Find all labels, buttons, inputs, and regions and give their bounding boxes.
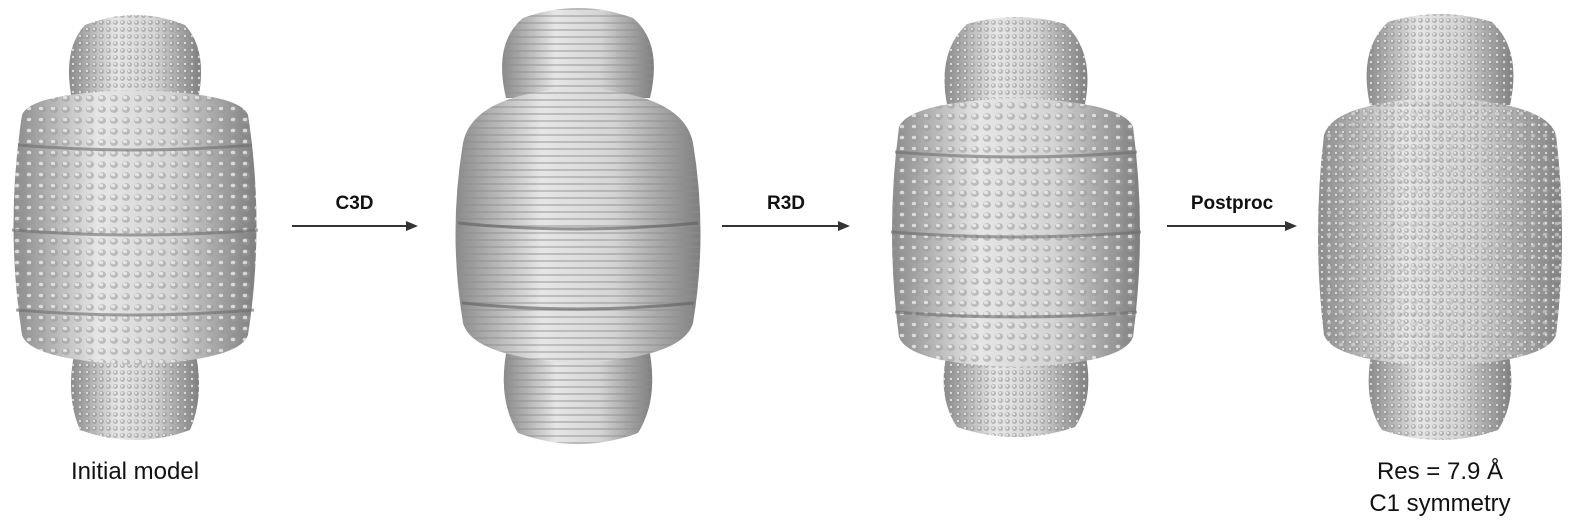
arrow-label-postproc: Postproc (1168, 193, 1296, 215)
arrow-label-r3d: R3D (722, 193, 850, 215)
caption-initial-model: Initial model (20, 457, 250, 487)
density-map-c3d (448, 3, 708, 453)
arrow-label-c3d: C3D (292, 193, 417, 215)
arrow-r3d (720, 218, 852, 234)
caption-resolution: Res = 7.9 Å (1340, 457, 1540, 487)
density-map-initial-model (0, 5, 270, 450)
density-map-r3d (885, 12, 1147, 444)
arrow-c3d (290, 218, 420, 234)
arrow-postproc (1165, 218, 1299, 234)
caption-symmetry: C1 symmetry (1340, 489, 1540, 519)
density-map-postproc (1312, 10, 1568, 442)
